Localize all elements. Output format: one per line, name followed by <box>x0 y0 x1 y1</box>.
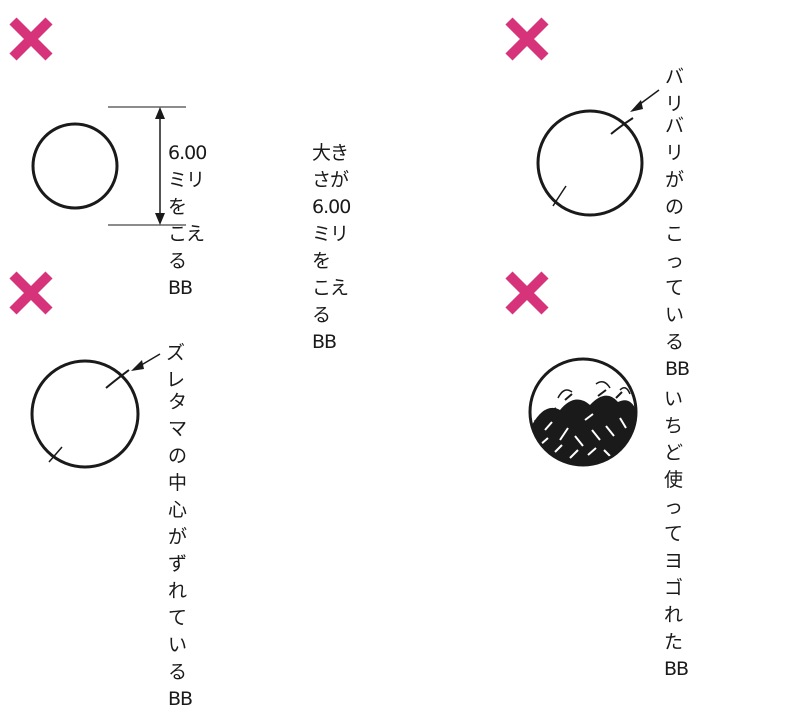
bb-circle <box>536 109 644 217</box>
dirty-description: いちど使って ヨゴれたBB <box>664 388 689 680</box>
seam-line-lower <box>48 446 63 463</box>
misaligned-ball-figure <box>30 353 161 469</box>
x-icon <box>9 17 53 61</box>
burr-ball-figure <box>536 89 660 217</box>
bb-circle <box>30 359 140 469</box>
bb-circle <box>528 357 638 467</box>
bb-circle <box>31 122 119 210</box>
burr-line-lower <box>552 185 567 207</box>
burr-line <box>610 117 634 135</box>
oversize-description: 大きさが6.00ミリを こえるBB <box>312 142 351 353</box>
dimension-arrow-top <box>155 107 165 119</box>
dirty-ball-figure <box>528 357 638 467</box>
oversize-ball-figure <box>31 106 186 226</box>
burr-description: バリが のこっている BB <box>665 115 690 380</box>
dimension-arrow-bottom <box>155 213 165 225</box>
x-icon <box>9 271 53 315</box>
callout-arrowhead <box>630 100 643 112</box>
callout-arrowhead <box>131 360 144 371</box>
dimension-caption: 6.00ミリを こえるBB <box>168 142 207 299</box>
dirt-texture <box>530 381 636 465</box>
seam-line-upper <box>105 369 130 389</box>
misaligned-callout: ズレ <box>166 342 185 391</box>
x-icon <box>505 271 549 315</box>
x-icon <box>505 17 549 61</box>
burr-callout: バリ <box>665 66 684 115</box>
